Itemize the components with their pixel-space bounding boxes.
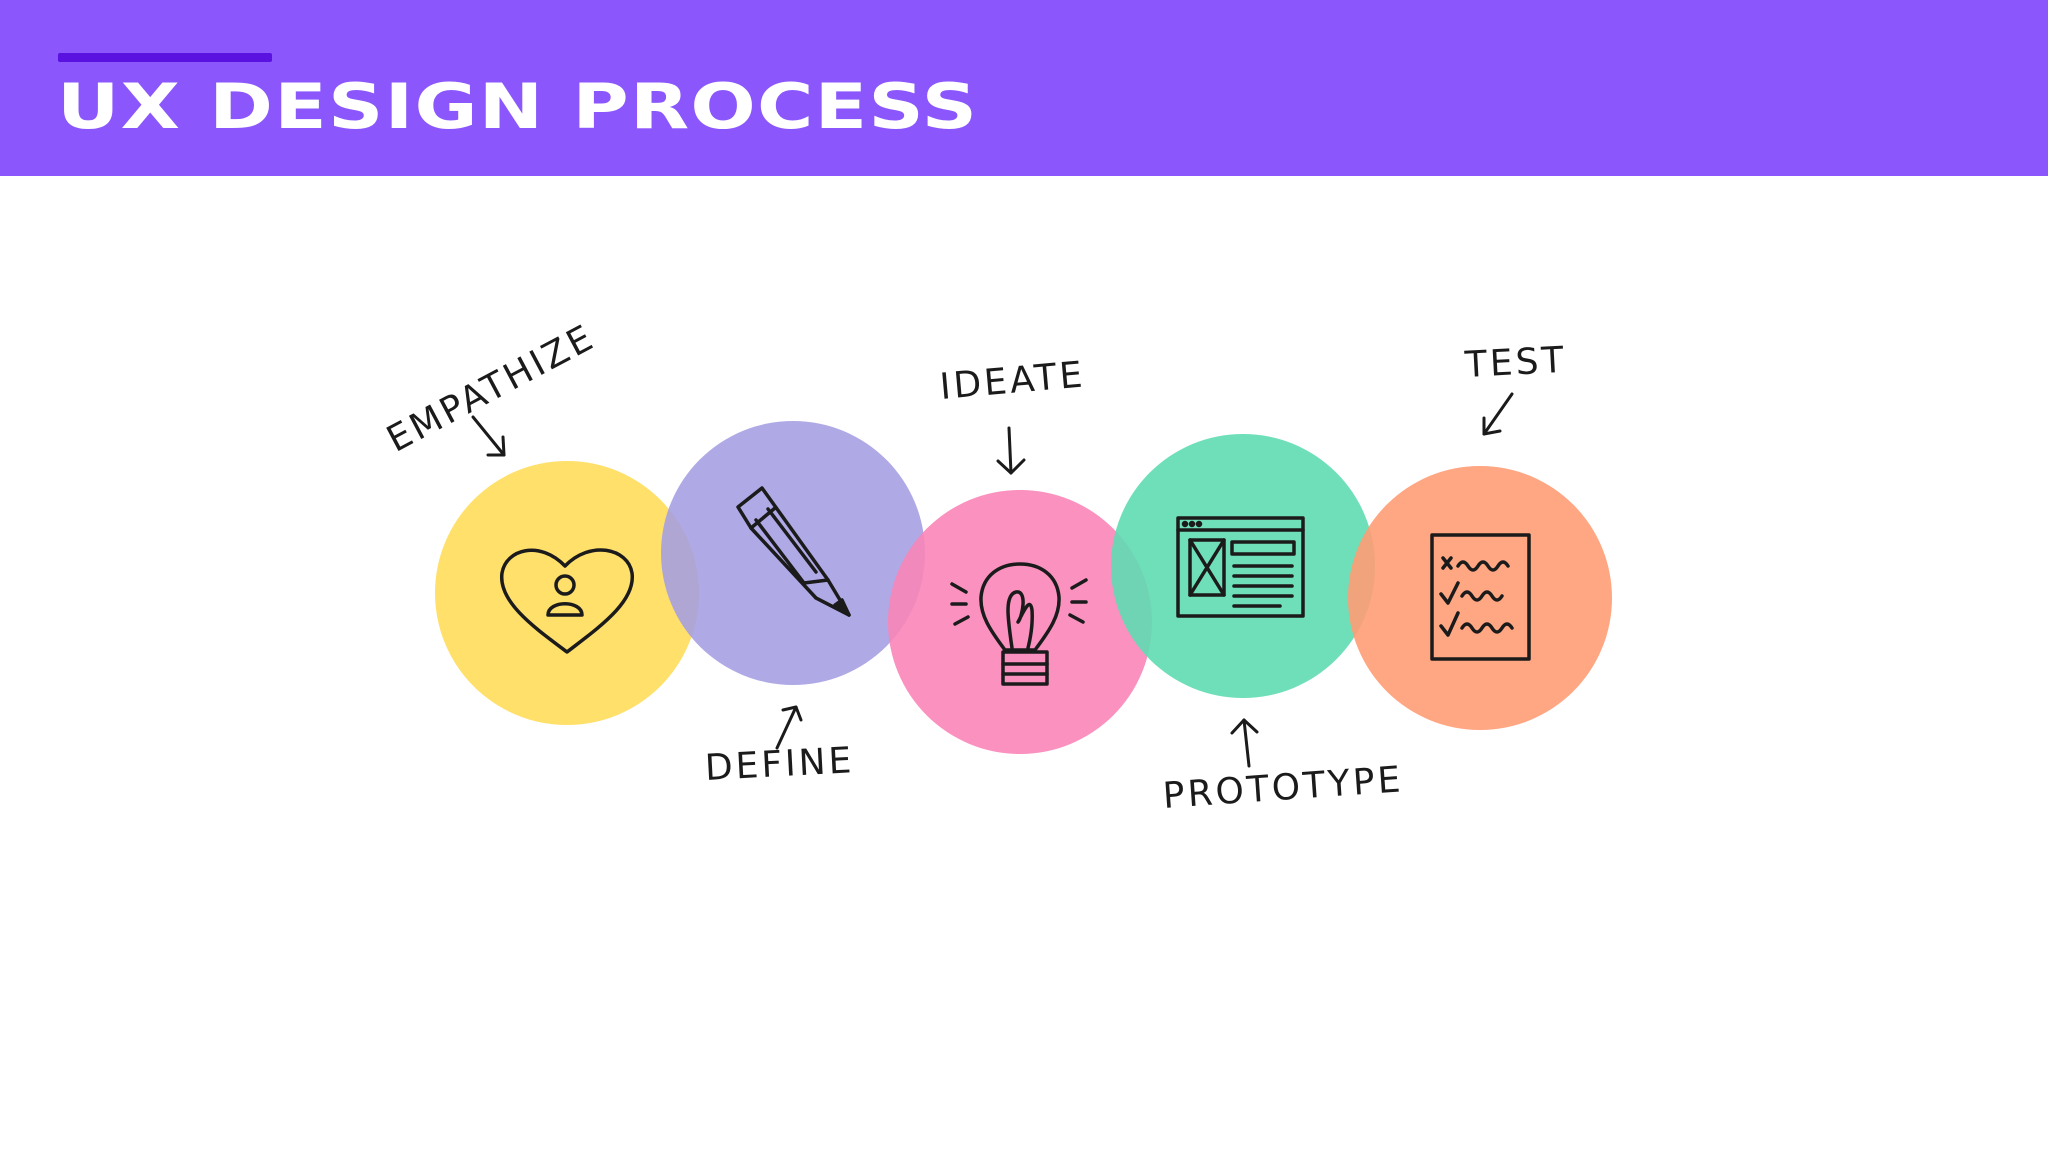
arrow-empathize-icon [471, 415, 506, 457]
arrow-test-icon [1482, 392, 1514, 436]
step-label-define: DEFINE [703, 740, 856, 789]
lightbulb-icon [950, 562, 1088, 686]
wireframe-icon [1176, 516, 1305, 618]
circle-define [661, 421, 925, 685]
pencil-icon [736, 486, 851, 617]
ux-process-diagram: EMPATHIZE DEFINE IDEATE PROTOTYPE TEST [0, 176, 2048, 1152]
process-circles [435, 392, 1612, 768]
step-label-test: TEST [1463, 339, 1568, 386]
header-banner: UX DESIGN PROCESS [0, 0, 2048, 176]
title-accent-bar [58, 53, 272, 62]
arrow-define-icon [775, 705, 803, 750]
arrow-prototype-icon [1230, 718, 1259, 768]
arrow-ideate-icon [996, 426, 1026, 475]
page-title: UX DESIGN PROCESS [57, 70, 979, 143]
checklist-icon [1430, 533, 1531, 661]
heart-person-icon [500, 548, 634, 654]
